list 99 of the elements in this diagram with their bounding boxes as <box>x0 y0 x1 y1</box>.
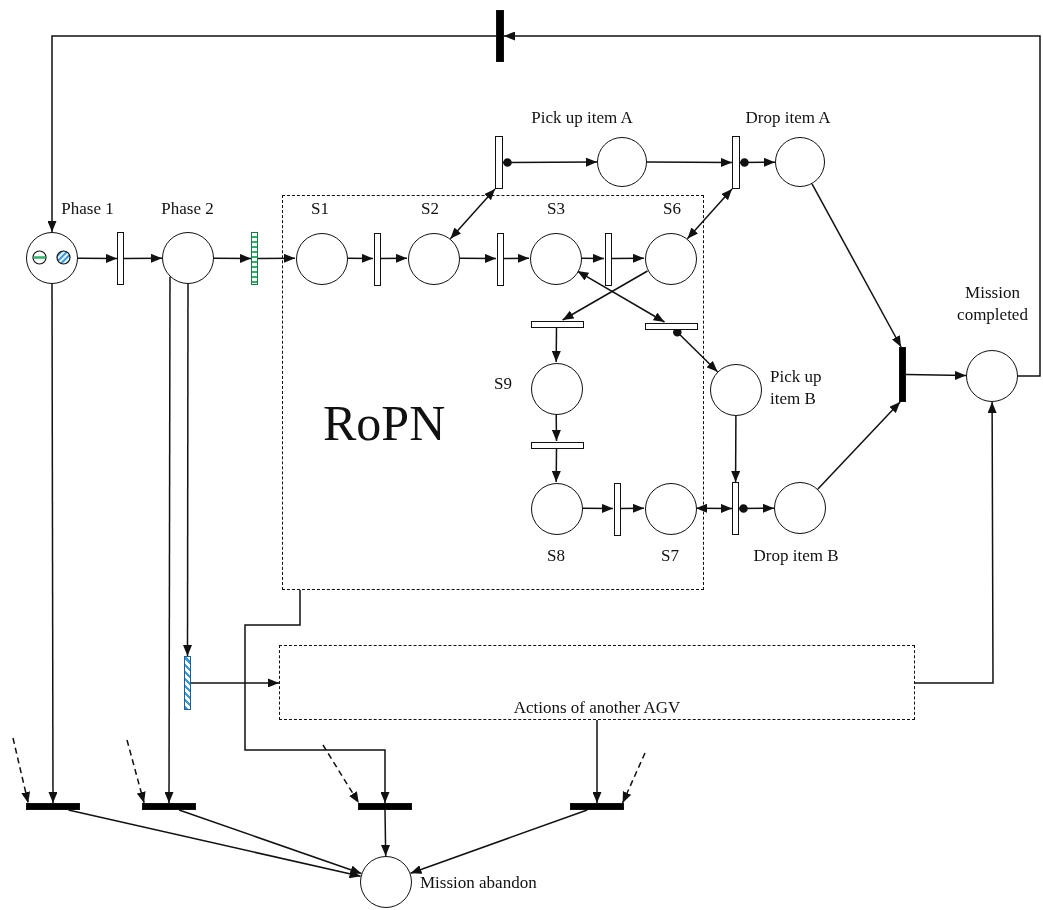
dashed-arrow <box>621 752 646 804</box>
arrow <box>817 401 901 490</box>
transition-bar <box>26 803 80 810</box>
transition-bar <box>496 10 504 62</box>
arrow <box>257 253 296 263</box>
transition-bar <box>570 803 624 810</box>
place-label: Drop item A <box>744 107 832 129</box>
arrow <box>244 589 390 804</box>
arrow <box>551 447 561 483</box>
place-circle <box>408 233 460 285</box>
arrow <box>673 327 719 373</box>
transition-bar <box>732 136 740 189</box>
arrow <box>502 253 530 263</box>
arrow <box>502 157 598 167</box>
arrow <box>811 183 902 348</box>
place-label: Mission abandon <box>420 872 538 894</box>
place-circle <box>530 233 582 285</box>
dashed-arrow <box>126 739 146 804</box>
transition-bar <box>497 233 504 286</box>
transition-bar <box>605 233 612 286</box>
arrow <box>739 157 776 167</box>
place-label: S3 <box>546 198 566 220</box>
arrow <box>409 809 588 874</box>
arrow <box>67 809 362 879</box>
dashed-arrow <box>322 744 360 804</box>
dashed-group-box <box>279 645 915 720</box>
arrow <box>551 413 561 442</box>
place-label: Mission completed <box>956 282 1029 327</box>
transition-bar <box>374 233 381 286</box>
arrow <box>619 503 645 513</box>
place-circle <box>531 483 583 535</box>
arrow <box>686 188 733 240</box>
group-label: Actions of another AGV <box>512 699 682 718</box>
arrow <box>190 678 280 688</box>
arrow <box>561 270 649 321</box>
place-label: S1 <box>310 198 330 220</box>
arrow <box>47 35 497 233</box>
arrow <box>123 253 163 263</box>
arrow <box>914 401 997 684</box>
arrow <box>183 283 192 657</box>
place-circle <box>966 350 1018 402</box>
place-label: Pick up item A <box>530 107 634 129</box>
transition-bar <box>531 321 584 328</box>
place-circle <box>775 137 825 187</box>
arrow <box>458 253 497 263</box>
place-label: S9 <box>493 373 513 395</box>
arrow <box>178 809 363 875</box>
place-label: S2 <box>420 198 440 220</box>
transition-bar <box>495 136 503 189</box>
dashed-group-box <box>282 195 704 590</box>
place-circle <box>296 233 348 285</box>
place-circle <box>597 137 647 187</box>
arrow <box>551 326 561 363</box>
transition-bar <box>531 442 584 449</box>
arrow <box>738 503 775 513</box>
place-circle <box>162 232 214 284</box>
arrow <box>581 503 614 513</box>
transition-bar <box>251 232 258 285</box>
arrow <box>164 275 174 804</box>
place-label: S7 <box>660 545 680 567</box>
arrow <box>905 370 967 380</box>
transition-bar <box>184 656 191 710</box>
place-label: Phase 1 <box>60 198 115 220</box>
arrow <box>646 157 733 167</box>
transition-bar <box>142 803 196 810</box>
arrow <box>503 31 1041 377</box>
place-label: S8 <box>546 545 566 567</box>
transition-bar <box>645 323 698 330</box>
place-label: Drop item B <box>752 545 840 567</box>
arrow <box>48 283 58 804</box>
place-circle <box>710 364 762 416</box>
arrow <box>695 503 733 513</box>
arrow <box>381 809 391 857</box>
place-circle <box>645 233 697 285</box>
arrow <box>77 253 118 263</box>
transition-bar <box>614 483 621 536</box>
arrow <box>346 253 374 263</box>
arrow <box>610 253 645 263</box>
arrow <box>449 188 496 240</box>
place-circle <box>645 483 697 535</box>
dashed-arrow <box>12 737 31 804</box>
arrow <box>576 270 666 323</box>
place-circle <box>26 232 78 284</box>
arrow <box>213 253 252 263</box>
place-label: S6 <box>662 198 682 220</box>
arrow <box>379 253 408 263</box>
arrow <box>731 415 741 483</box>
transition-bar <box>732 482 739 535</box>
transition-bar <box>117 232 124 285</box>
place-circle <box>774 482 826 534</box>
group-label: RoPN <box>323 396 446 451</box>
place-label: Phase 2 <box>160 198 215 220</box>
arrow <box>592 719 602 804</box>
place-circle <box>531 363 583 415</box>
transition-bar <box>899 347 906 402</box>
place-circle <box>360 856 412 908</box>
arrow <box>580 253 605 263</box>
transition-bar <box>358 803 412 810</box>
place-label: Pick up item B <box>770 366 823 411</box>
